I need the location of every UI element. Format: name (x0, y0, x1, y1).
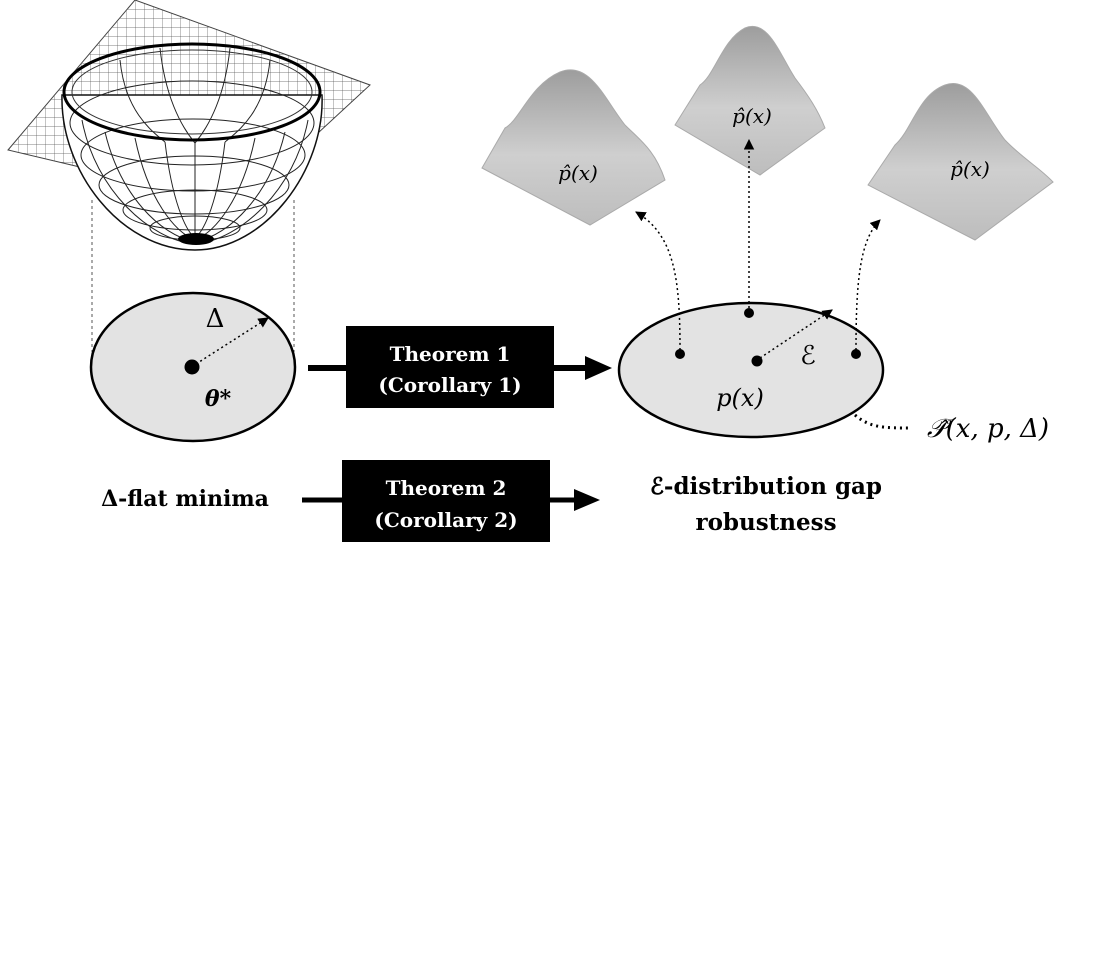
epsilon-label: ℰ (800, 341, 816, 371)
distribution-ellipse: ℰ p(x) (617, 301, 885, 439)
flat-minima-label: Δ-flat minima (101, 486, 269, 512)
p-x-point (751, 355, 763, 367)
family-label: 𝒫̂(x, p, Δ) (927, 414, 1049, 444)
center-sample-point (744, 308, 754, 318)
bowl-rim (62, 42, 322, 142)
theorem2-box: Theorem 2 (Corollary 2) (342, 460, 550, 542)
theta-star-point (184, 359, 200, 375)
right-sample-point (851, 349, 861, 359)
p-x-label: p(x) (716, 384, 764, 412)
bowl-minimum (178, 233, 214, 245)
theorem2-line2: (Corollary 2) (374, 508, 517, 532)
robustness-label-line1: ℰ-distribution gap (650, 473, 882, 500)
theorem1-line1: Theorem 1 (390, 342, 511, 366)
theta-star-label: θ* (205, 386, 232, 412)
robustness-label-line2: robustness (695, 509, 836, 536)
theorem1-line2: (Corollary 1) (378, 373, 521, 397)
delta-radius-arrow (195, 317, 269, 365)
theorem1-box: Theorem 1 (Corollary 1) (346, 326, 554, 408)
loss-bowl-icon (7, 0, 371, 352)
parameter-ellipse: Δ θ* (89, 291, 297, 443)
left-sample-point (675, 349, 685, 359)
sample-arrow-right (855, 219, 881, 351)
theorem2-line1: Theorem 2 (386, 476, 507, 500)
surface-left: p̂(x) (481, 69, 666, 226)
delta-label: Δ (206, 304, 225, 334)
p-hat-label-left: p̂(x) (558, 161, 598, 185)
surface-center: p̂(x) (674, 25, 826, 176)
p-hat-label-center: p̂(x) (732, 104, 772, 128)
sample-arrow-left (635, 211, 681, 351)
family-leader (854, 413, 913, 430)
surface-right: p̂(x) (867, 82, 1054, 241)
p-hat-label-right: p̂(x) (950, 157, 990, 181)
